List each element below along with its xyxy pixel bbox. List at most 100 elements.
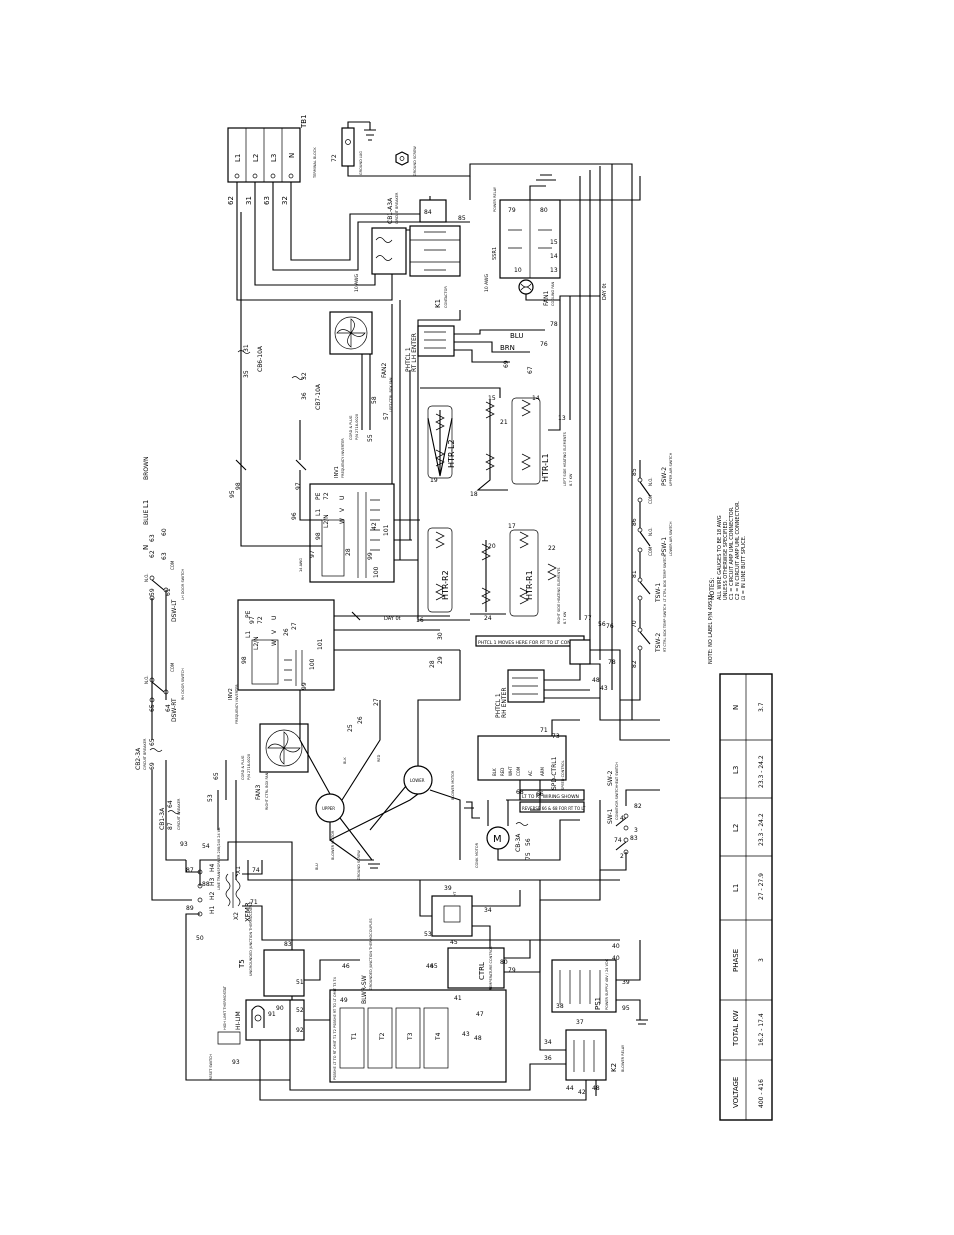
phtcl-lower-desc: RH ENTER xyxy=(501,688,508,719)
tsw1-name: TSW-1 xyxy=(655,583,662,603)
notes-line-5: ⊡ = IN LINE BUTT SPLICE. xyxy=(741,535,747,600)
phtcl-lower-wire-77: 56 xyxy=(598,621,606,628)
reset-switch-label: RESET SWITCH xyxy=(209,1054,213,1080)
label-blue: BLUE xyxy=(143,509,150,525)
phtcl-note: PHTCL 1 MOVES HERE FOR RT TO LT CONVEYOR xyxy=(478,640,586,646)
ssr1-wire-80: 80 xyxy=(540,207,548,214)
table-header-phase: PHASE xyxy=(732,949,740,972)
motor-lower-desc: BLOWER MOTOR xyxy=(451,770,455,800)
inv2: INV2 FREQUENCY INVERTER PE L1 L2/N U V W… xyxy=(228,599,460,724)
ssr1-wire-14: 14 xyxy=(550,253,558,260)
inv1-gauge: 14 AWG xyxy=(299,558,303,572)
ground-lug-label: GROUND LUG xyxy=(359,151,363,175)
dsw-rt-com: COM xyxy=(170,662,175,672)
phtcl-top-wire-69: 69 xyxy=(503,360,510,368)
xfmr-h1: H1 xyxy=(209,905,216,914)
phtcl-top-desc: RT LH ENTER xyxy=(411,333,418,372)
spd-note-1: LT TO RT WIRING SHOWN xyxy=(522,794,579,800)
htr-wire-17: 17 xyxy=(508,523,516,530)
inv1-wire-42: 42 xyxy=(371,522,378,530)
motor-lower-label: LOWER xyxy=(410,778,425,783)
inv1-wire-28: 28 xyxy=(345,548,352,556)
ssr1-desc: POWER RELAY xyxy=(493,186,497,212)
spd-lead-wht: WHT xyxy=(508,766,513,776)
k1-wire-84: 84 xyxy=(424,209,432,216)
t5-desc: UNGROUNDED JUNCTION THERMOCOUPLE xyxy=(249,901,253,976)
ssr1-name: SSR1 xyxy=(492,247,498,260)
fan2-cord: CORD & PLUG xyxy=(349,415,353,440)
tc-t3: T3 xyxy=(407,1032,414,1041)
blower-motors: UPPER BLOWER MOTOR LOWER BLOWER MOTOR GR… xyxy=(299,650,461,900)
day-callout-top: DAY 0t xyxy=(602,283,608,300)
blower-switch: T1 T2 T3 T4 BLWR-SW GROUNDED JUNCTION TH… xyxy=(329,885,507,1083)
photocell-lower: PHTCL 1 MOVES HERE FOR RT TO LT CONVEYOR… xyxy=(475,615,670,741)
xfmr-x1: X1 xyxy=(235,866,242,874)
sw1-desc: CONVEYOR SWITCH xyxy=(615,785,619,820)
htr-wire-21: 21 xyxy=(500,419,508,426)
dsw-lt-wire-61: 61 xyxy=(165,588,172,596)
spd-ctrl-name: SPD-CTRL1 xyxy=(551,756,558,790)
motor-color-blu: BLU xyxy=(315,863,319,870)
wire-26: 26 xyxy=(357,716,364,724)
notes-label: NOTE: NO LABEL P/N 49535 xyxy=(708,594,714,664)
ps1-wire-39: 39 xyxy=(622,979,630,986)
sw1-name: SW-1 xyxy=(607,808,614,824)
htr-wire-15: 15 xyxy=(488,395,496,402)
ps1-name: PS1 xyxy=(594,997,602,1010)
sw-wire-2: 2 xyxy=(620,853,624,860)
inv1: INV1 FREQUENCY INVERTER PE L1 L2/N U V W… xyxy=(240,438,420,583)
t5-name: T5 xyxy=(238,959,246,969)
table-header-n: N xyxy=(732,705,740,710)
htr-l1-name: HTR-L1 xyxy=(541,453,550,482)
tb1-wire-63: 63 xyxy=(263,196,271,205)
wire-gauge-ssr: 10 AWG xyxy=(484,274,490,292)
inv2-w: W xyxy=(271,640,278,646)
ctrl-wire-45: 45 xyxy=(450,939,458,946)
k2-wire-42: 42 xyxy=(578,1089,586,1096)
terminal-block-subtitle: TERMINAL BLOCK xyxy=(313,147,317,179)
main-breaker: CB1-A3A CIRCUIT BREAKER 10 AWG xyxy=(354,192,407,292)
inv2-name: INV2 xyxy=(228,688,234,700)
heater-left-bank: HTR-L2 HTR-L1 LEFT SIDE HEATING ELEMENTS… xyxy=(427,395,573,498)
misc-wire-56: 53 xyxy=(207,794,214,802)
label-brown: BROWN xyxy=(143,457,150,480)
ps1-wire-38: 38 xyxy=(556,1003,564,1010)
inv1-l1: L1 xyxy=(315,509,322,516)
notes-line-2: UNLESS OTHERWISE SPECIFIED. xyxy=(723,520,729,600)
htr-wire-18: 18 xyxy=(470,491,478,498)
spd-lead-red: RED xyxy=(500,768,505,776)
cb6-name: CB6-10A xyxy=(257,345,264,372)
xfmr-wire-88: 88 xyxy=(202,881,210,888)
hi-lim-desc: HIGH LIMIT THERMOSTAT xyxy=(223,985,227,1030)
ground-screw-label: GROUND SCREW xyxy=(413,146,417,176)
pressure-temp-switches: 85 N.O. COM PSW-2 UPPER AIR SWITCH 86 N.… xyxy=(620,452,673,701)
hi-lim-wire-83: 83 xyxy=(284,941,292,948)
blwr-wire-45: 45 xyxy=(430,963,438,970)
htr-wire-19: 19 xyxy=(430,477,438,484)
xfmr-wire-93: 93 xyxy=(180,841,188,848)
htr-wire-22: 22 xyxy=(548,545,556,552)
cb2-name: CB2-3A xyxy=(135,747,142,770)
k2-desc: BLOWER RELAY xyxy=(621,1044,625,1072)
ctrl-wire-46: 46 xyxy=(426,963,434,970)
inv2-wire-101: 101 xyxy=(317,638,324,650)
phtcl-top-wire-67: 67 xyxy=(527,366,534,374)
dsw-lt-wire-63: 63 xyxy=(149,534,156,542)
k2-wire-44: 44 xyxy=(566,1085,574,1092)
tsw2-name: TSW-2 xyxy=(655,633,662,653)
tsw1-wire-81: 81 xyxy=(631,570,638,578)
inv2-wire-99: 99 xyxy=(301,682,308,690)
cb1-desc: CIRCUIT BREAKER xyxy=(395,192,399,224)
fan2: FAN2 LEFT CTRL BOX FAN CORD & PLUG P/N 2… xyxy=(329,311,393,440)
xfmr-x2: X2 xyxy=(233,912,240,920)
spd-wire-73: 73 xyxy=(552,733,560,740)
xfmr-wire-50: 50 xyxy=(196,935,204,942)
cb2-desc: CIRCUIT BREAKER xyxy=(143,738,147,770)
psw2-com: COM xyxy=(648,494,653,504)
spd-lead-ac: AC xyxy=(528,770,533,776)
hi-lim-wire-90: 90 xyxy=(276,1005,284,1012)
blwr-wire-34: 34 xyxy=(484,907,492,914)
phtcl-lower-wire-76: 77 xyxy=(584,615,592,622)
ctrl-desc: TEMPERATURE CONTROL xyxy=(489,946,493,991)
dsw-lt-no: N.O. xyxy=(144,573,149,582)
